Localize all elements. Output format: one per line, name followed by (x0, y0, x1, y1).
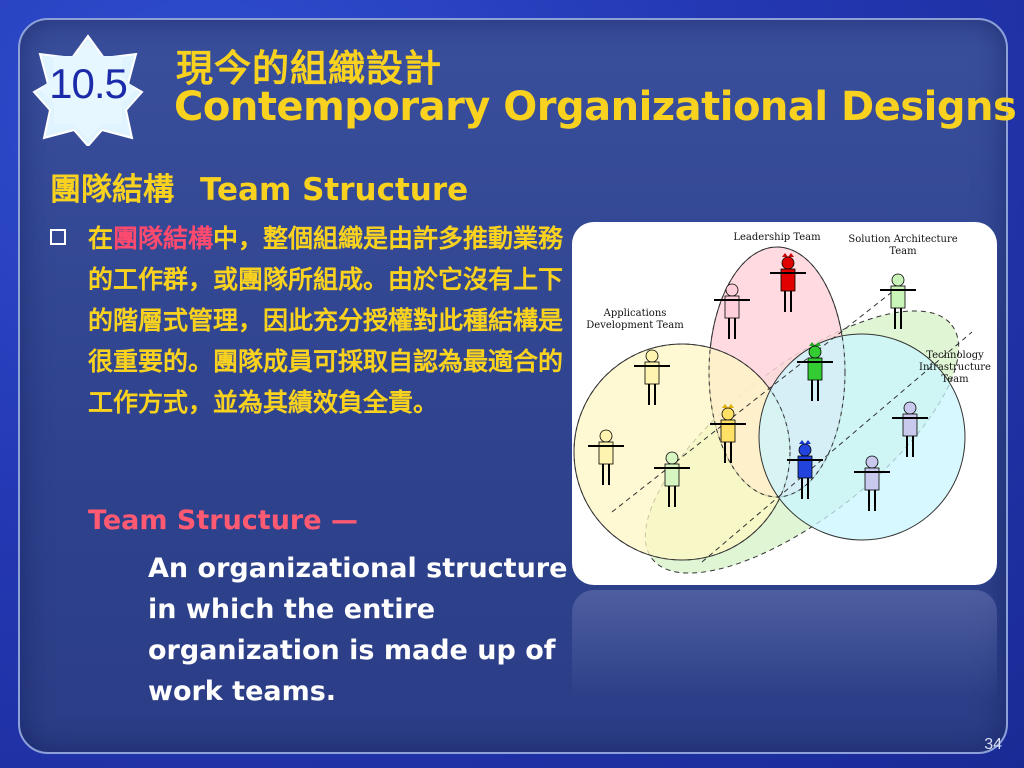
label-leadership-team: Leadership Team (733, 232, 821, 243)
page-number: 34 (984, 736, 1002, 753)
body-paragraph: 在團隊結構中，整個組織是由許多推動業務的工作群，或團隊所組成。由於它沒有上下的階… (88, 218, 568, 423)
diagram-svg (573, 246, 973, 574)
person-icon (588, 429, 624, 485)
title-english: Contemporary Organizational Designs (174, 84, 1017, 130)
para-post: 中，整個組織是由許多推動業務的工作群，或團隊所組成。由於它沒有上下的階層式管理，… (88, 224, 564, 417)
bullet-checkbox-icon (50, 229, 66, 245)
person-icon (710, 404, 746, 463)
person-icon (854, 455, 890, 511)
person-icon (787, 440, 823, 499)
section-heading: 團隊結構 Team Structure (50, 164, 468, 209)
section-number: 10.5 (49, 60, 128, 107)
badge-star-icon (32, 34, 144, 146)
term-definition: An organizational structure in which the… (148, 553, 568, 707)
term-label: Team Structure — (88, 505, 358, 536)
person-icon (634, 349, 670, 405)
person-icon (714, 283, 750, 339)
section-heading-zh: 團隊結構 (50, 172, 174, 208)
section-heading-en: Team Structure (200, 172, 469, 208)
person-icon (654, 451, 690, 507)
person-icon (797, 342, 833, 401)
technology-circle (758, 333, 966, 541)
diagram-reflection (572, 590, 997, 700)
person-icon (880, 273, 916, 329)
person-icon (770, 253, 806, 312)
person-icon (892, 401, 928, 457)
para-highlight: 團隊結構 (113, 224, 214, 253)
para-pre: 在 (88, 224, 114, 253)
title-chinese: 現今的組織設計 (176, 47, 442, 90)
